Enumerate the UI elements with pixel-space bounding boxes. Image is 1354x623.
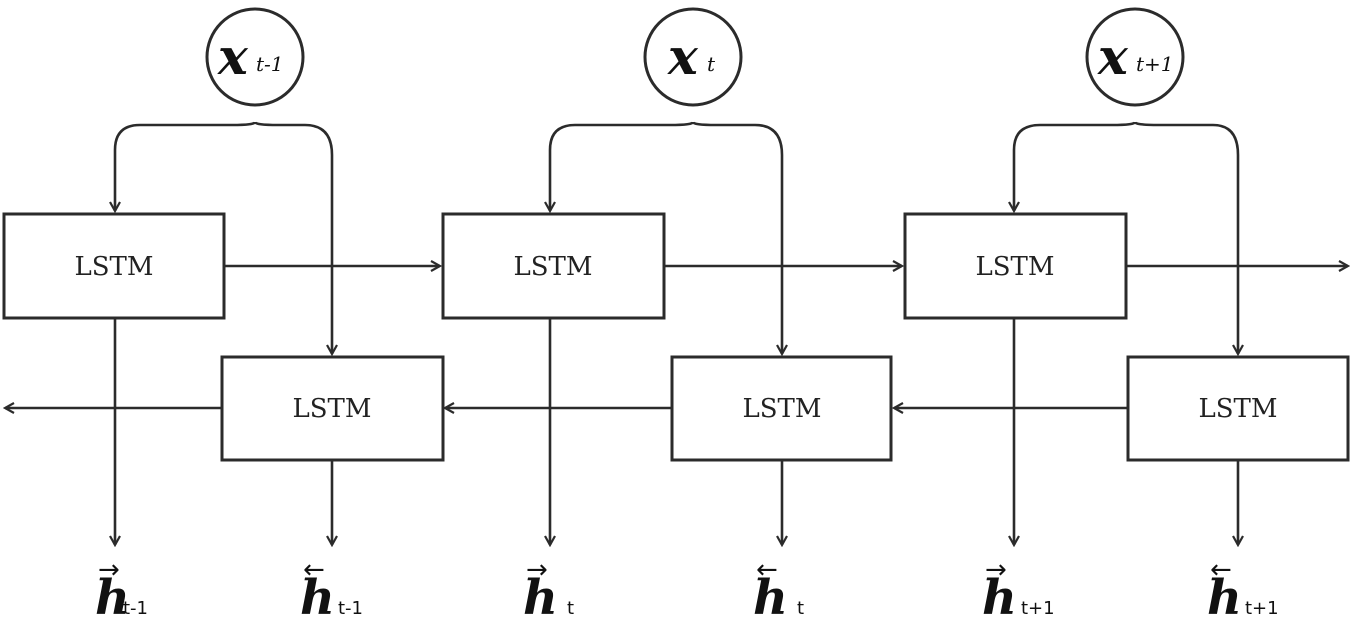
output-forward-3: → h t+1: [982, 555, 1055, 623]
output-symbol: h: [95, 570, 130, 623]
input-subscript: t+1: [1136, 52, 1174, 76]
output-arrow: ←: [756, 555, 778, 585]
lstm-label: LSTM: [742, 394, 821, 424]
output-backward-2: ← h t: [753, 555, 804, 623]
input-symbol: x: [217, 27, 249, 86]
output-symbol: h: [982, 570, 1017, 623]
backward-lstm-1: LSTM: [220, 355, 445, 462]
output-backward-1: ← h t-1: [300, 555, 363, 623]
lstm-label: LSTM: [292, 394, 371, 424]
input-node-2: x t: [643, 7, 743, 107]
input-subscript: t: [707, 52, 716, 76]
output-arrow: →: [985, 555, 1007, 585]
forward-lstm-1: LSTM: [2, 212, 226, 320]
lstm-label: LSTM: [1198, 394, 1277, 424]
output-symbol: h: [1207, 570, 1242, 623]
input-node-1: x t-1: [205, 7, 305, 107]
input-branch-forward-1: [115, 121, 257, 211]
output-symbol: h: [300, 570, 335, 623]
output-forward-1: → h t-1: [95, 555, 148, 623]
output-subscript: t+1: [1245, 598, 1279, 619]
output-subscript: t-1: [338, 598, 363, 619]
output-symbol: h: [523, 570, 558, 623]
output-arrow: →: [526, 555, 548, 585]
input-node-3: x t+1: [1085, 7, 1185, 107]
output-subscript: t+1: [1021, 598, 1055, 619]
output-forward-2: → h t: [523, 555, 574, 623]
input-symbol: x: [667, 27, 699, 86]
input-branch-backward-3: [1133, 121, 1238, 354]
lstm-label: LSTM: [74, 252, 153, 282]
forward-lstm-3: LSTM: [903, 212, 1128, 320]
input-branch-backward-2: [691, 121, 782, 354]
backward-lstm-3: LSTM: [1126, 355, 1350, 462]
output-arrow: ←: [1210, 555, 1232, 585]
input-symbol: x: [1097, 27, 1129, 86]
lstm-label: LSTM: [975, 252, 1054, 282]
input-branch-backward-1: [253, 121, 332, 354]
output-arrow: →: [98, 555, 120, 585]
output-subscript: t: [567, 598, 574, 619]
input-branch-forward-3: [1014, 121, 1137, 211]
output-arrow: ←: [303, 555, 325, 585]
output-backward-3: ← h t+1: [1207, 555, 1279, 623]
backward-lstm-2: LSTM: [670, 355, 893, 462]
lstm-label: LSTM: [513, 252, 592, 282]
input-subscript: t-1: [256, 52, 284, 76]
output-symbol: h: [753, 570, 788, 623]
forward-lstm-2: LSTM: [441, 212, 666, 320]
output-subscript: t: [797, 598, 804, 619]
input-branch-forward-2: [550, 121, 695, 211]
output-subscript: t-1: [123, 598, 148, 619]
